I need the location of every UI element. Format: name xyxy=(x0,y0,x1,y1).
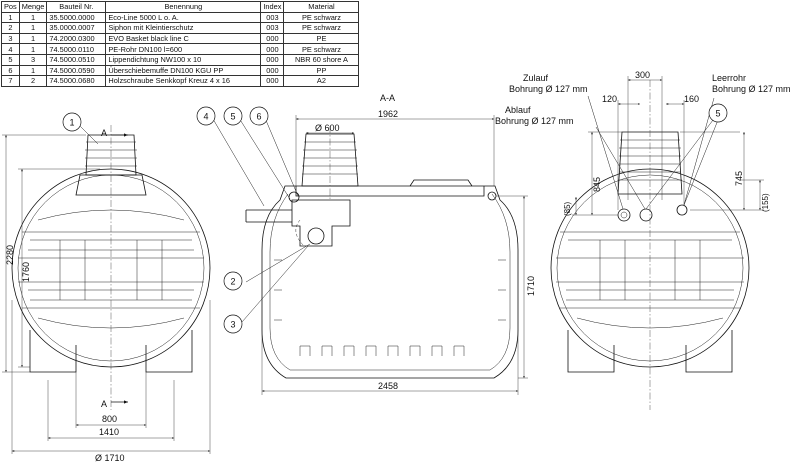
dim-height-745: 745 xyxy=(734,171,744,186)
dim-width-inner: 800 xyxy=(102,414,117,424)
section-view-aa xyxy=(212,115,528,395)
svg-text:3: 3 xyxy=(230,320,235,330)
parts-list-cell: 000 xyxy=(260,75,285,87)
dim-height-155: (155) xyxy=(761,193,770,212)
section-title: A-A xyxy=(380,93,395,103)
svg-text:4: 4 xyxy=(203,112,208,122)
balloon-2: 2 xyxy=(223,271,243,291)
parts-list-cell: A2 xyxy=(283,75,360,87)
label-outlet-bore: Bohrung Ø 127 mm xyxy=(495,116,574,126)
dim-width-mid: 1410 xyxy=(99,427,119,437)
balloon-1: 1 xyxy=(62,112,99,145)
section-marker-top: A xyxy=(101,128,107,138)
balloon-4: 4 xyxy=(196,106,216,126)
label-inlet-name: Zulauf xyxy=(523,73,549,83)
parts-list-cell: 003 xyxy=(260,11,285,24)
parts-list-cell: 7 xyxy=(1,75,20,87)
label-outlet-name: Ablauf xyxy=(505,105,531,115)
parts-list-table: Pos Menge Bauteil Nr. Benennung Index Ma… xyxy=(1,1,360,87)
svg-text:6: 6 xyxy=(256,112,261,122)
label-inlet-bore: Bohrung Ø 127 mm xyxy=(509,84,588,94)
dim-height-845: 845 xyxy=(592,177,602,192)
svg-text:1: 1 xyxy=(69,118,74,128)
dim-width-outer: Ø 1710 xyxy=(95,453,125,463)
side-view-right xyxy=(550,76,764,410)
dim-total-height: 2280 xyxy=(5,245,15,265)
balloon-3: 3 xyxy=(223,314,243,334)
dim-height-right: 1710 xyxy=(526,276,536,296)
dim-length-bottom: 2458 xyxy=(378,381,398,391)
svg-text:2: 2 xyxy=(230,277,235,287)
label-empty-bore: Bohrung Ø 127 mm xyxy=(712,84,791,94)
dim-spacing-300: 300 xyxy=(635,70,650,80)
front-view-left xyxy=(2,125,211,454)
dim-diameter-height: 1760 xyxy=(21,262,31,282)
dim-opening: Ø 600 xyxy=(315,123,340,133)
balloon-5-side: 5 xyxy=(708,103,728,123)
label-empty-name: Leerrohr xyxy=(712,73,746,83)
svg-text:5: 5 xyxy=(715,109,720,119)
parts-list-cell: 1 xyxy=(1,11,20,24)
parts-list-cell: PE schwarz xyxy=(283,11,360,24)
dim-spacing-160: 160 xyxy=(684,94,699,104)
dim-height-85: (85) xyxy=(563,201,572,216)
balloon-6: 6 xyxy=(249,106,269,126)
dim-length-top: 1962 xyxy=(378,109,398,119)
svg-text:5: 5 xyxy=(230,112,235,122)
balloon-5-section: 5 xyxy=(223,106,243,126)
section-marker-bottom: A xyxy=(101,399,107,409)
parts-list-header-row: Pos Menge Bauteil Nr. Benennung Index Ma… xyxy=(1,1,360,13)
dim-spacing-120: 120 xyxy=(602,94,617,104)
